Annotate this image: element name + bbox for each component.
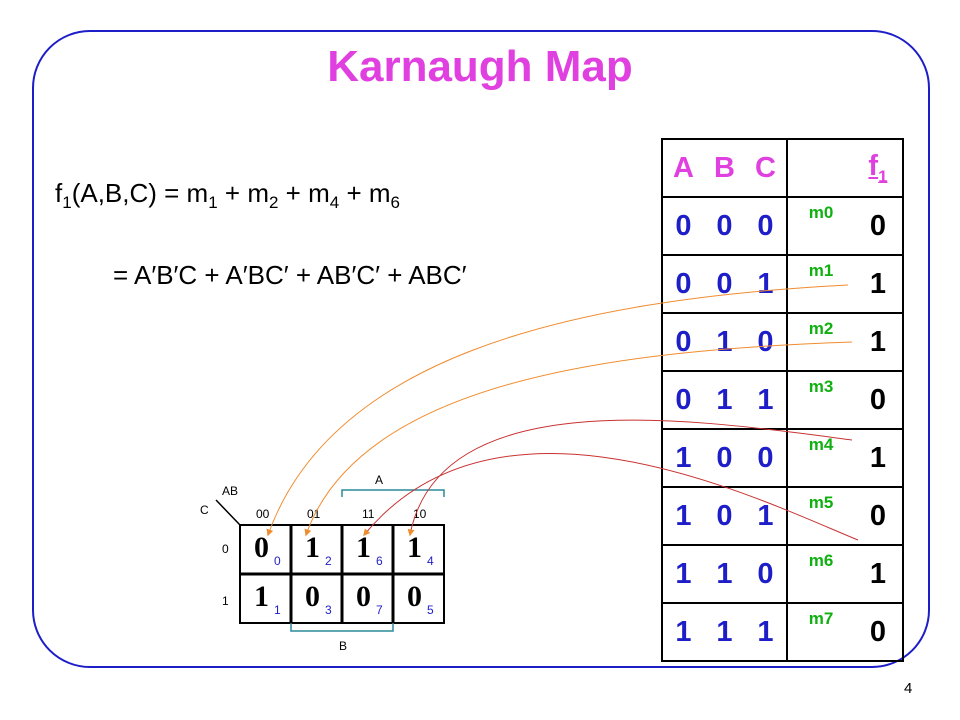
kmap-col-header-00: 00 — [256, 507, 270, 521]
cell-f1: 0 — [854, 602, 904, 662]
cell-minterm: m6 — [786, 544, 854, 604]
cell-minterm: m4 — [786, 428, 854, 488]
kmap-brace-a-label: A — [375, 473, 384, 487]
kmap-grid — [215, 499, 445, 624]
cell-minterm: m3 — [786, 370, 854, 430]
kmap-cell-value: 0 — [407, 580, 422, 613]
cell-a: 1 — [661, 486, 704, 546]
kmap-cell-value: 1 — [254, 580, 269, 613]
cell-c: 0 — [745, 312, 788, 372]
slide-frame — [32, 30, 930, 668]
minterm-arrows — [266, 284, 859, 541]
cell-b: 1 — [704, 544, 745, 604]
header-f1: f1 — [854, 138, 904, 198]
kmap-cell-index: 2 — [325, 554, 332, 568]
kmap-cell-index: 6 — [376, 554, 383, 568]
cell-b: 1 — [704, 370, 745, 430]
cell-minterm: m7 — [786, 602, 854, 662]
cell-b: 1 — [704, 312, 745, 372]
cell-f1: 1 — [854, 254, 904, 314]
cell-a: 0 — [661, 196, 704, 256]
cell-a: 0 — [661, 370, 704, 430]
kmap-corner-ab: AB — [222, 484, 239, 498]
kmap-corner-c: C — [200, 503, 209, 517]
header-a: A — [661, 138, 704, 198]
cell-f1: 1 — [854, 544, 904, 604]
kmap-row-header-1: 1 — [222, 594, 229, 608]
kmap-cell-index: 5 — [427, 603, 434, 617]
slide-title: Karnaugh Map — [327, 42, 633, 91]
kmap-cell-index: 0 — [274, 554, 281, 568]
cell-a: 1 — [661, 544, 704, 604]
cell-f1: 1 — [854, 312, 904, 372]
cell-c: 1 — [745, 602, 788, 662]
cell-f1: 0 — [854, 370, 904, 430]
cell-b: 0 — [704, 196, 745, 256]
kmap-cell-index: 7 — [376, 603, 383, 617]
cell-c: 1 — [745, 486, 788, 546]
cell-c: 0 — [745, 544, 788, 604]
cell-minterm: m1 — [786, 254, 854, 314]
page-number: 4 — [904, 680, 913, 697]
kmap-cell-value: 0 — [254, 531, 269, 564]
header-b: B — [704, 138, 745, 198]
kmap-cell-value: 1 — [407, 531, 422, 564]
cell-minterm: m5 — [786, 486, 854, 546]
kmap-cell-index: 4 — [427, 554, 434, 568]
kmap-cell-value: 0 — [305, 580, 320, 613]
kmap-cell-value: 1 — [356, 531, 371, 564]
header-c: C — [745, 138, 788, 198]
kmap-col-header-10: 10 — [413, 507, 427, 521]
cell-f1: 0 — [854, 196, 904, 256]
kmap-cell-value: 1 — [305, 531, 320, 564]
cell-a: 0 — [661, 254, 704, 314]
kmap-braces — [290, 489, 445, 632]
cell-b: 0 — [704, 428, 745, 488]
kmap-cell-index: 3 — [325, 603, 332, 617]
kmap-col-header-11: 11 — [362, 507, 375, 521]
cell-b: 1 — [704, 602, 745, 662]
cell-b: 0 — [704, 486, 745, 546]
kmap-cell-index: 1 — [274, 603, 281, 617]
header-minterm — [786, 138, 854, 198]
kmap-cell-value: 0 — [356, 580, 371, 613]
cell-c: 1 — [745, 370, 788, 430]
cell-f1: 1 — [854, 428, 904, 488]
cell-b: 0 — [704, 254, 745, 314]
cell-f1: 0 — [854, 486, 904, 546]
cell-a: 0 — [661, 312, 704, 372]
cell-c: 0 — [745, 428, 788, 488]
formula-line-1: f1(A,B,C) = m1 + m2 + m4 + m6 — [55, 178, 400, 213]
cell-minterm: m0 — [786, 196, 854, 256]
formula-line-2: = A′B′C + A′BC′ + AB′C′ + ABC′ — [113, 260, 467, 290]
kmap-row-header-0: 0 — [222, 542, 229, 556]
truth-table-header: A B C f1 — [661, 138, 904, 198]
kmap-brace-b-label: B — [339, 639, 348, 653]
cell-c: 0 — [745, 196, 788, 256]
cell-a: 1 — [661, 602, 704, 662]
